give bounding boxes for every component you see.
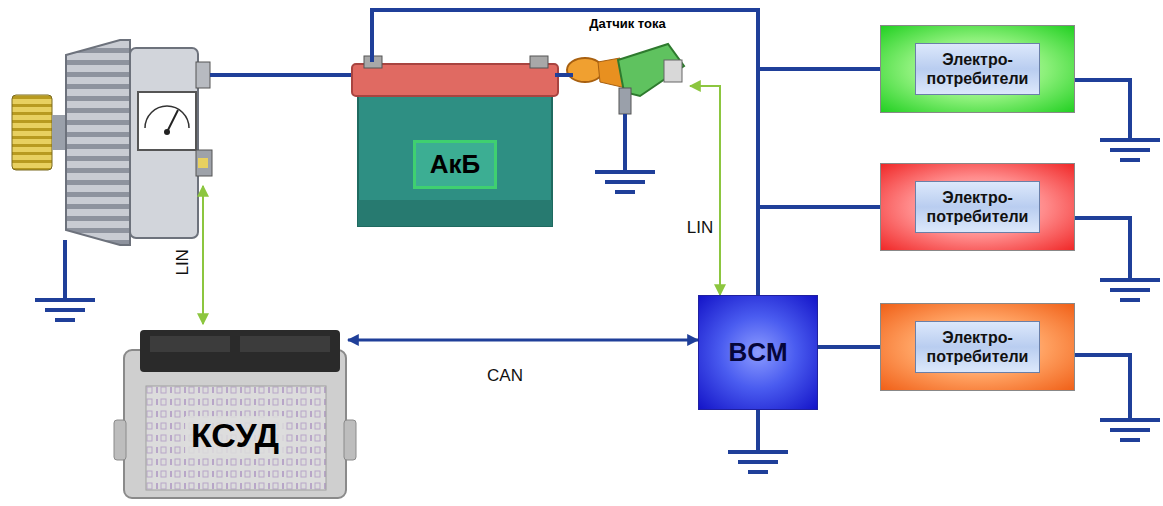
node-text: Электро- потребители — [915, 321, 1040, 373]
lin-line — [202, 186, 204, 324]
current-sensor-box: Датчик тока — [565, 16, 690, 116]
consumer-box: Электро- потребители — [880, 163, 1075, 251]
bus-line — [348, 339, 698, 342]
bus-line — [690, 86, 720, 295]
node-text: КСУД — [185, 416, 285, 455]
consumer-box: Электро- потребители — [880, 303, 1075, 391]
bus-label: CAN — [485, 367, 525, 386]
bcm-box: BCM — [698, 295, 818, 410]
ecu-housing — [114, 330, 356, 498]
power-wire — [372, 10, 880, 207]
consumer-box: Электро- потребители — [880, 25, 1075, 113]
node-text: Электро- потребители — [915, 181, 1040, 233]
bus-label: LIN — [174, 247, 193, 277]
power-wire — [372, 10, 758, 295]
battery — [352, 56, 558, 226]
power-wire — [372, 10, 880, 69]
power-wire — [555, 73, 573, 77]
ecu-box: КСУД — [122, 330, 348, 500]
power-wire — [210, 73, 372, 77]
node-text: АкБ — [413, 140, 497, 189]
node-text: Электро- потребители — [915, 43, 1040, 95]
node-text: BCM — [728, 337, 787, 368]
node-text: Датчик тока — [589, 16, 665, 31]
ground-wires — [728, 80, 1160, 472]
generator — [12, 40, 212, 320]
battery-box: АкБ — [355, 62, 555, 227]
bus-label: LIN — [685, 219, 715, 238]
power-wire — [818, 345, 880, 349]
current-sensor — [567, 44, 684, 192]
